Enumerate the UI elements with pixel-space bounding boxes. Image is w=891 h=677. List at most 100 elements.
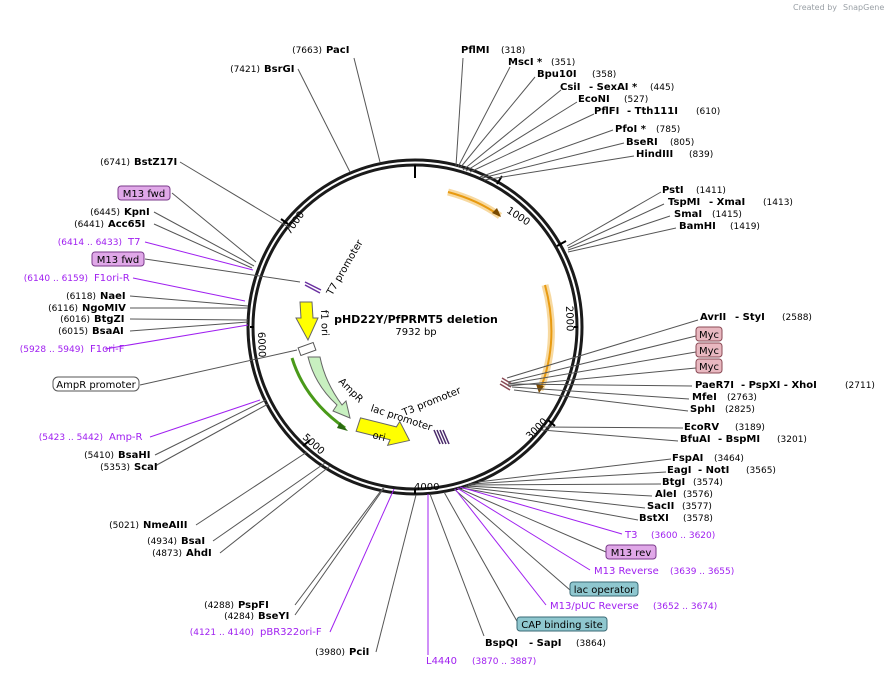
left-features: M13 fwd M13 fwd AmpR promoter [52,185,171,392]
right-leader-lines [429,57,699,637]
right-primer-lines [427,486,623,655]
site-pos-paer7i: (2711) [845,381,875,391]
site-name-pcii: PciI [349,647,369,658]
tick-label-4000: 4000 [414,482,439,493]
feature-text-myc-1: Myc [699,330,719,341]
site-pos-pfoi: (785) [656,125,680,135]
site-pos-sacii: (3577) [682,502,712,512]
site-pos-sphi: (2825) [725,405,755,415]
feature-text-cap-binding-site: CAP binding site [521,620,603,631]
site-name-avrii: AvrII [700,312,726,323]
site-name-fspai: FspAI [672,453,703,464]
site-name-bspqi: BspQI [485,638,518,649]
site-pos-bstxi: (3578) [683,514,713,524]
primer-pos-amp-r: (5423 .. 5442) [39,433,103,443]
site-name-pfoi: PfoI * [615,124,647,135]
site-name-bseyi: BseYI [258,611,289,622]
site-pos-bfuai: (3201) [777,435,807,445]
site-pos-ngomiv: (6116) [48,304,78,314]
f1-ori-label: f1 ori [318,310,330,336]
site-name-pflfi: PflFI [594,106,619,117]
site-pos-ecorv: (3189) [735,423,765,433]
ampr-label: AmpR [336,376,365,405]
ampr-arrow [307,356,351,419]
primer-pos-t3: (3600 .. 3620) [651,531,715,541]
site-pos-smai: (1415) [712,210,742,220]
site-pos-btgi: (3574) [693,478,723,488]
ori-label: ori [371,430,386,444]
site-pos-pspfi: (4288) [204,601,234,611]
primer-name-l4440: L4440 [426,656,457,667]
site-name-econi: EcoNI [578,94,610,105]
feature-text-m13-fwd-2: M13 fwd [97,255,139,266]
brand-snapgene: SnapGene [843,3,884,12]
right-features: Myc Myc Myc M13 rev lac operator CAP bin… [516,326,723,632]
orange-feature-2 [539,284,553,391]
site-pos-ahdi: (4873) [152,549,182,559]
site-pos-kpni: (6445) [90,208,120,218]
site-name-hindiii: HindIII [636,149,673,160]
site-name-msci: MscI * [508,57,543,68]
plasmid-title: pHD22Y/PfPRMT5 deletion [334,313,498,326]
site-pos-psti: (1411) [696,186,726,196]
feature-box-myc-3 [695,358,723,374]
site-pos-csii: (445) [650,83,674,93]
right-primers: T3 (3600 .. 3620) M13 Reverse (3639 .. 3… [426,530,734,667]
site-pos-alei: (3576) [683,490,713,500]
site-name-bpu10i: Bpu10I [537,69,577,80]
feature-box-myc-2 [695,342,723,358]
left-leader-lines [129,57,417,653]
site-name-bsahi: BsaHI [118,450,150,461]
site-pos-hindiii: (839) [689,150,713,160]
site-name-btgzi: BtgZI [94,314,125,325]
site-name-tspmi: TspMI [668,197,700,208]
site-pos-pflfi: (610) [696,107,720,117]
site-extra-paer7i: - PspXI - XhoI [741,380,817,391]
site-name-smai: SmaI [674,209,702,220]
left-primers: (6414 .. 6433) T7 (6140 .. 6159) F1ori-R… [20,237,322,638]
primer-pos-pbr322ori-f: (4121 .. 4140) [190,628,254,638]
site-name-mfei: MfeI [692,392,717,403]
feature-box-m13-fwd-1 [117,185,171,201]
site-name-ngomiv: NgoMIV [82,303,126,314]
primer-pos-t7: (6414 .. 6433) [58,238,122,248]
site-extra-avrii: - StyI [735,312,765,323]
t7-promoter-label: T7 promoter [325,237,366,298]
site-name-bfuai: BfuAI [680,434,711,445]
site-extra-pflfi: - Tth111I [627,106,678,117]
site-pos-bsahi: (5410) [84,451,114,461]
plasmid-length: 7932 bp [395,327,436,338]
feature-box-cap-binding-site [516,616,608,632]
f1-ori-arrow [295,301,319,342]
tick-label-2000: 2000 [563,306,575,332]
site-name-btgi: BtgI [662,477,685,488]
amp-green-arc-head [337,422,348,431]
feature-text-ampr-promoter: AmpR promoter [56,380,136,391]
t7-promoter-marks [304,281,322,294]
site-cluster-marks [433,429,450,445]
site-extra-csii: - SexAI * [589,82,638,93]
site-name-alei: AleI [655,489,677,500]
site-pos-bseri: (805) [670,138,694,148]
feature-text-myc-3: Myc [699,362,719,373]
ampr-promoter-box [297,341,317,357]
site-pos-avrii: (2588) [782,313,812,323]
left-sites: (7663) PacI (7421) BsrGI (6741) BstZ17I … [48,45,369,658]
site-pos-pcii: (3980) [315,648,345,658]
site-extra-bfuai: - BspMI [718,434,760,445]
t3-promoter-label: T3 promoter [400,385,463,419]
site-pos-bstz17i: (6741) [100,158,130,168]
site-pos-mfei: (2763) [727,393,757,403]
tick-label-6000: 6000 [255,332,267,358]
right-feature-lines [443,335,697,624]
orange-feature-1-head [492,208,501,217]
primer-name-t7: T7 [127,237,140,248]
primer-pos-f1ori-r: (6140 .. 6159) [24,274,88,284]
site-pos-bpu10i: (358) [592,70,616,80]
feature-text-lac-operator: lac operator [574,585,635,596]
site-name-acc65i: Acc65I [108,219,145,230]
site-name-sacii: SacII [647,501,674,512]
site-name-scai: ScaI [134,462,158,473]
feature-box-myc-1 [695,326,723,342]
